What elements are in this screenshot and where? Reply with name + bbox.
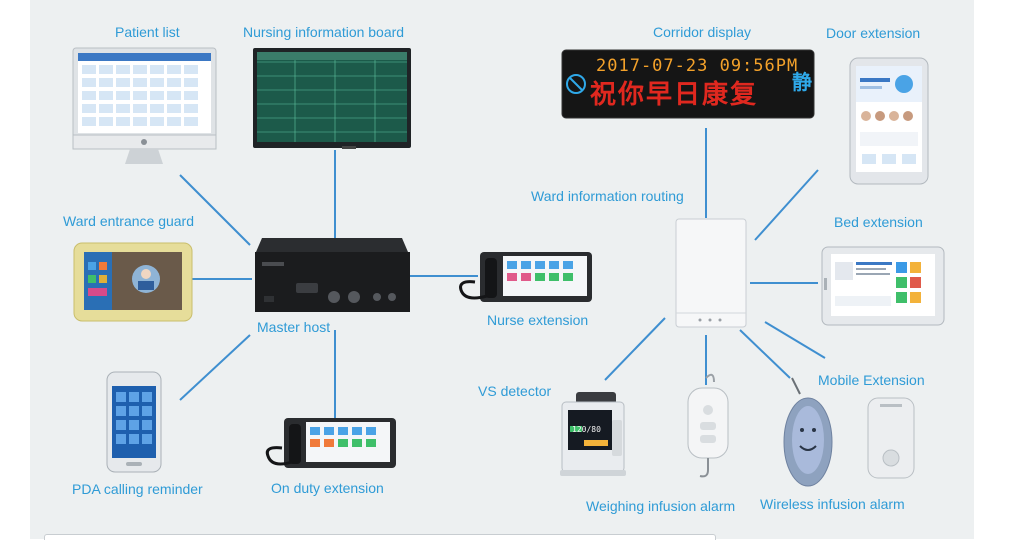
ward-entrance-tablet (73, 242, 193, 322)
label-ward-information-routing: Ward information routing (531, 188, 684, 204)
label-wireless-infusion-alarm: Wireless infusion alarm (760, 496, 905, 512)
corridor-quiet-sign: 静 (792, 70, 812, 94)
label-on-duty-extension: On duty extension (271, 480, 384, 496)
apple-logo-icon (141, 139, 147, 145)
label-nurse-extension: Nurse extension (487, 312, 589, 328)
connector-lines (179, 128, 826, 420)
connector-wireless (739, 329, 791, 379)
label-ward-entrance-guard: Ward entrance guard (63, 213, 194, 229)
wireless-alarm-device (783, 377, 833, 487)
label-vs-detector: VS detector (478, 383, 552, 399)
label-nursing-board: Nursing information board (243, 24, 405, 40)
master-host-device (255, 238, 410, 312)
label-corridor-display: Corridor display (653, 24, 752, 40)
connector-patient-list (179, 174, 251, 246)
on-duty-phone (265, 418, 396, 468)
label-master-host: Master host (257, 319, 331, 335)
connector-door (754, 169, 819, 241)
vs-reading: 120/80 (572, 425, 601, 434)
connector-pda (179, 334, 251, 401)
label-pda-calling-reminder: PDA calling reminder (72, 481, 203, 497)
label-weighing-infusion-alarm: Weighing infusion alarm (586, 498, 736, 514)
mobile-extension-device (867, 397, 915, 479)
weighing-alarm-device (687, 373, 729, 478)
connector-vs (604, 317, 666, 381)
label-patient-list: Patient list (115, 24, 180, 40)
bed-extension-device (821, 246, 945, 326)
label-door-extension: Door extension (826, 25, 921, 41)
corridor-message: 祝你早日康复 (590, 80, 759, 110)
bottom-scroll-edge (44, 534, 716, 540)
label-bed-extension: Bed extension (834, 214, 923, 230)
label-mobile-extension: Mobile Extension (818, 372, 925, 388)
corridor-led-display (561, 49, 815, 119)
nursing-board-display (253, 48, 411, 149)
ward-routing-box (675, 218, 747, 328)
pda-device (106, 371, 162, 473)
door-extension-device (849, 57, 929, 185)
connector-mobile (764, 321, 826, 359)
vs-detector-device (560, 392, 626, 476)
patient-list-monitor (72, 47, 217, 164)
corridor-datetime: 2017-07-23 09:56PM (596, 56, 799, 76)
no-smoking-icon (566, 74, 586, 94)
nurse-extension-phone (459, 252, 592, 302)
